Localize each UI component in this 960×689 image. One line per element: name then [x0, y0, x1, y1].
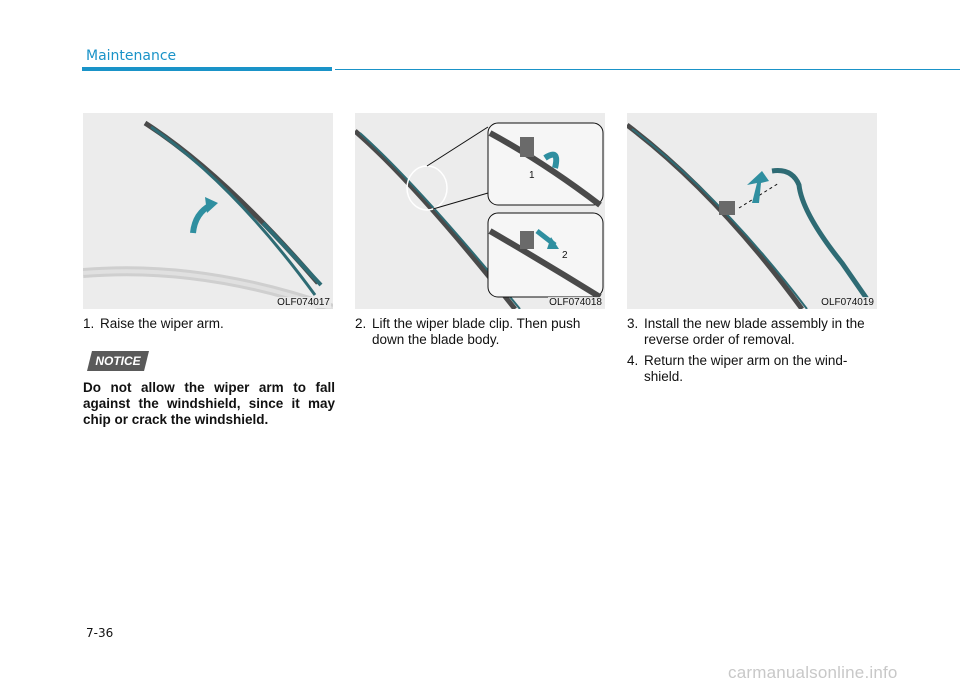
wiper-arm-raised-illustration	[83, 120, 333, 309]
step-text: Raise the wiper arm.	[100, 316, 224, 331]
figure-lift-blade-clip: 1 2 OLF074018	[355, 113, 605, 309]
step-number: 4.	[627, 353, 639, 368]
figure-code: OLF074019	[820, 297, 875, 308]
figure-code: OLF074017	[276, 297, 331, 308]
header-rule-thick	[82, 67, 332, 71]
figure-code: OLF074018	[548, 297, 603, 308]
step-number: 1.	[83, 316, 95, 331]
step-text: Return the wiper arm on the wind-shield.	[644, 353, 848, 384]
blade-clip-illustration	[355, 122, 604, 309]
step-text: Lift the wiper blade clip. Then push dow…	[372, 316, 581, 347]
callout-1: 1	[529, 170, 535, 181]
step-number: 3.	[627, 316, 639, 331]
header-rule-thin	[335, 69, 960, 70]
step-3: 3. Install the new blade assembly in the…	[627, 316, 879, 348]
watermark: carmanualsonline.info	[728, 663, 898, 682]
step-number: 2.	[355, 316, 367, 331]
figure-install-blade: OLF074019	[627, 113, 877, 309]
blade-install-illustration	[627, 123, 870, 309]
step-1: 1. Raise the wiper arm.	[83, 316, 335, 332]
section-title: Maintenance	[86, 48, 177, 64]
notice-badge: NOTICE	[87, 351, 149, 371]
notice-text: Do not allow the wiper arm to fall again…	[83, 380, 335, 427]
step-text: Install the new blade assembly in the re…	[644, 316, 865, 347]
page-number: 7-36	[86, 626, 114, 640]
callout-2: 2	[562, 250, 568, 261]
step-4: 4. Return the wiper arm on the wind-shie…	[627, 353, 879, 385]
figure-raise-wiper-arm: OLF074017	[83, 113, 333, 309]
step-2: 2. Lift the wiper blade clip. Then push …	[355, 316, 607, 348]
